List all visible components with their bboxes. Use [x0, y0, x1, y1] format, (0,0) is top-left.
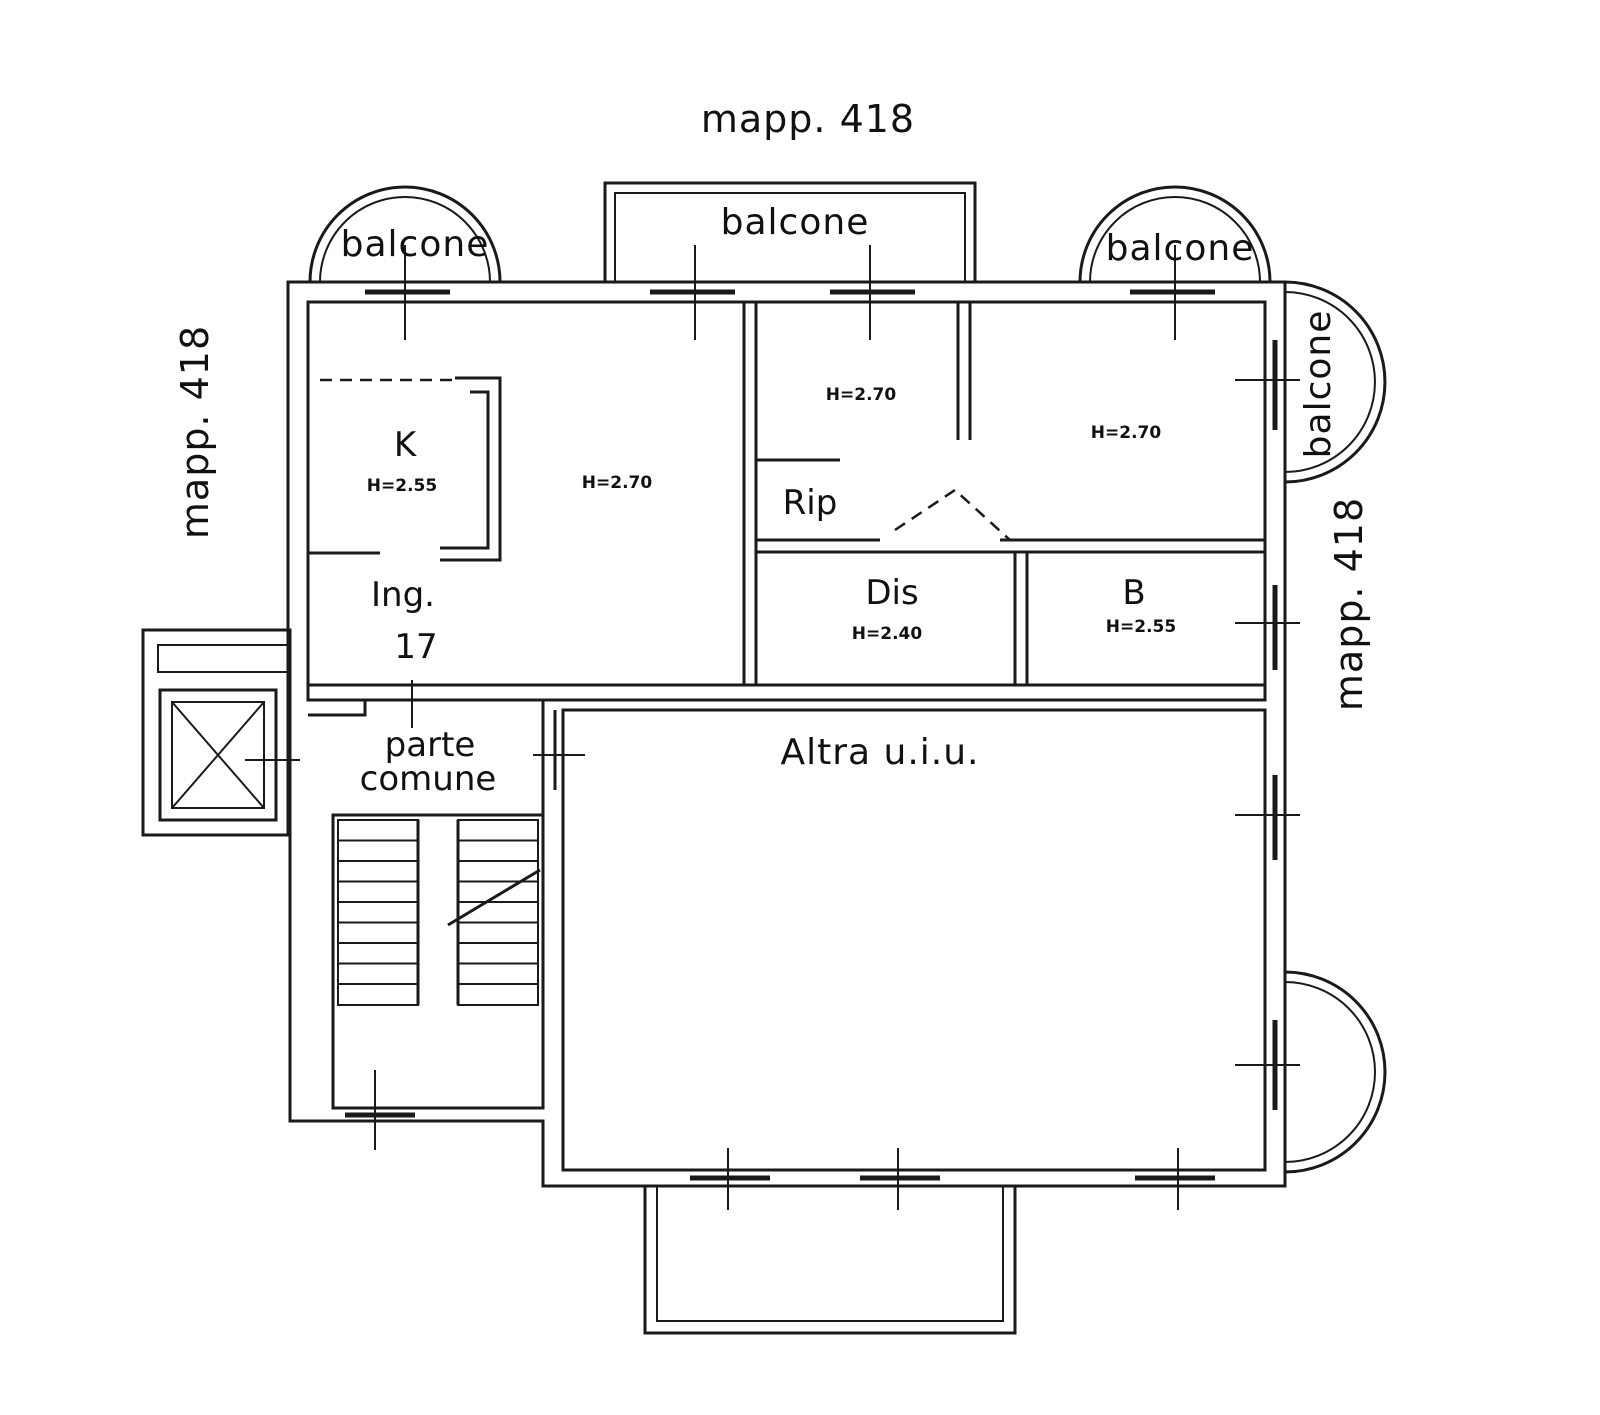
bath-label: B	[1122, 573, 1145, 613]
left-neighbor-label: mapp. 418	[173, 325, 217, 539]
corridor-height: H=2.40	[852, 624, 923, 644]
interior-walls	[288, 302, 1265, 815]
balcone-label-4: balcone	[1298, 310, 1339, 459]
common-area-label-1: parte	[385, 725, 476, 765]
staircase	[337, 819, 541, 1006]
bath-height: H=2.55	[1106, 617, 1176, 637]
kitchen-label: K	[394, 425, 418, 465]
right-neighbor-label: mapp. 418	[1327, 497, 1371, 711]
balcone-label-1: balcone	[341, 224, 490, 265]
balcone-label-3: balcone	[1106, 228, 1255, 269]
balconies	[308, 181, 1387, 1335]
room-north-height: H=2.70	[826, 385, 897, 405]
common-area-label-2: comune	[360, 759, 497, 799]
top-neighbor-label: mapp. 418	[701, 97, 915, 141]
entrance-label: Ing.	[371, 575, 435, 615]
outer-walls	[141, 280, 1287, 1188]
entrance-number: 17	[394, 627, 437, 667]
kitchen-height: H=2.55	[367, 476, 437, 496]
opening-marks	[245, 245, 1300, 1210]
other-unit-label: Altra u.i.u.	[780, 732, 979, 773]
corridor-dashed-peak	[894, 488, 1011, 541]
balcone-label-2: balcone	[721, 202, 870, 243]
corridor-label: Dis	[865, 573, 918, 613]
room-northeast-height: H=2.70	[1091, 423, 1162, 443]
living-height: H=2.70	[582, 473, 653, 493]
storage-label: Rip	[783, 483, 838, 523]
